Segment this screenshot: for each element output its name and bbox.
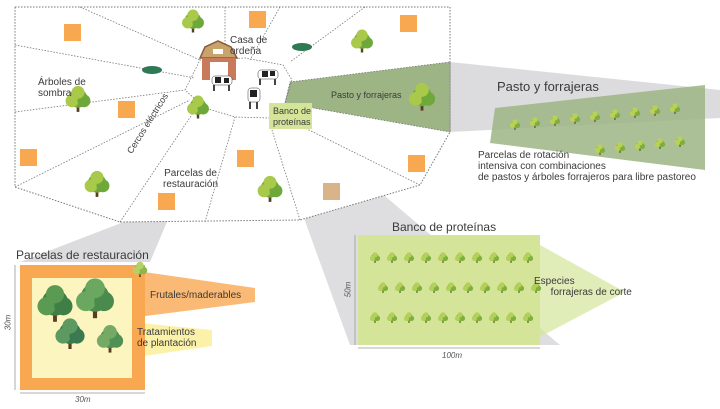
tree-icon [65, 85, 91, 112]
tree-icon [462, 282, 474, 293]
tree-icon [614, 142, 626, 153]
tree-icon [377, 282, 389, 293]
tree-icon [386, 252, 398, 263]
tree-icon [37, 285, 73, 322]
tree-icon [403, 252, 415, 263]
tree-icon [182, 9, 204, 33]
tree-icon [509, 119, 521, 130]
tree-icon [589, 111, 601, 122]
orange-plot [118, 101, 135, 118]
banco-width-label: 100m [442, 351, 463, 360]
tree-icon [411, 282, 423, 293]
tree-icon [629, 107, 641, 118]
tree-icon [530, 282, 542, 293]
tree-icon [609, 109, 621, 120]
tree-icon [369, 312, 381, 323]
orange-plot-faded [323, 183, 340, 200]
tree-icon [505, 252, 517, 263]
banco-proteinas-map-label: Banco de proteínas [273, 106, 312, 127]
pasto-detail-title: Pasto y forrajeras [497, 79, 599, 94]
pasture-zone [284, 61, 451, 133]
banco-box [269, 103, 312, 129]
electric-fences [14, 6, 421, 223]
tree-icon [471, 252, 483, 263]
tree-icon [187, 95, 209, 119]
orange-plot [400, 15, 417, 32]
restauracion-height-label: 30m [3, 314, 13, 331]
tree-icon [549, 115, 561, 126]
tree-icon [454, 252, 466, 263]
water-trough-icon [142, 66, 162, 74]
tree-icon [76, 278, 114, 319]
pasto-detail-description: Parcelas de rotación intensiva con combi… [478, 150, 696, 183]
tree-icon [496, 282, 508, 293]
tree-icon [55, 318, 85, 349]
tree-icon [634, 140, 646, 151]
tree-icon [351, 29, 373, 53]
tree-icon [420, 252, 432, 263]
tree-icon [522, 312, 534, 323]
tree-icon [654, 138, 666, 149]
restoration-detail [14, 261, 255, 394]
tree-icon [445, 282, 457, 293]
tree-icon [408, 83, 436, 111]
tree-icon [437, 252, 449, 263]
tratamientos-label: Tratamientos de plantación [137, 327, 197, 349]
pasture-detail-field [490, 85, 705, 170]
water-trough-icon [292, 43, 312, 51]
tree-icon [529, 117, 541, 128]
tree-icon [403, 312, 415, 323]
arboles-sombra-label: Árboles de sombra [38, 77, 86, 99]
pasto-forrajeras-map-label: Pasto y forrajeras [331, 90, 402, 100]
tree-icon [437, 312, 449, 323]
tree-icon [513, 282, 525, 293]
tree-icon [96, 325, 124, 353]
tree-icon [649, 105, 661, 116]
orange-plot [64, 24, 81, 41]
tree-icon [569, 113, 581, 124]
restauracion-detail-title: Parcelas de restauración [16, 248, 149, 262]
tree-icon [369, 252, 381, 263]
tree-icon [428, 282, 440, 293]
tree-icon [594, 144, 606, 155]
tree-icon [488, 252, 500, 263]
barn-icon [198, 40, 239, 80]
especies-label: Especies forrajeras de corte [534, 276, 632, 298]
tree-icon [471, 312, 483, 323]
orange-plot [237, 150, 254, 167]
orange-plot [20, 149, 37, 166]
tree-icon [522, 252, 534, 263]
tree-icon [420, 312, 432, 323]
tree-icon [454, 312, 466, 323]
orange-plot [408, 155, 425, 172]
tree-icon [505, 312, 517, 323]
tree-icon [386, 312, 398, 323]
banco-detail-title: Banco de proteínas [392, 220, 497, 234]
callout-restauracion [20, 210, 172, 262]
tree-icon [84, 170, 110, 197]
tree-icon [257, 175, 283, 202]
orange-plot [158, 193, 175, 210]
restauracion-width-label: 30m [75, 395, 91, 404]
parcelas-restauracion-label: Parcelas de restauración [163, 168, 219, 190]
tree-icon [394, 282, 406, 293]
casa-ordena-label: Casa de ordeña [230, 35, 268, 57]
cow-icons [211, 69, 279, 109]
orange-plot [249, 11, 266, 28]
banco-height-label: 50m [343, 281, 353, 298]
banco-detail [354, 235, 625, 349]
tree-icon [479, 282, 491, 293]
restoration-plots [20, 11, 425, 210]
tree-icon [674, 136, 686, 147]
trees [65, 9, 436, 202]
frutales-label: Frutales/maderables [150, 290, 242, 301]
farm-boundary [14, 6, 451, 223]
tree-icon [669, 103, 681, 114]
tree-icon [488, 312, 500, 323]
tree-icon [132, 261, 148, 277]
